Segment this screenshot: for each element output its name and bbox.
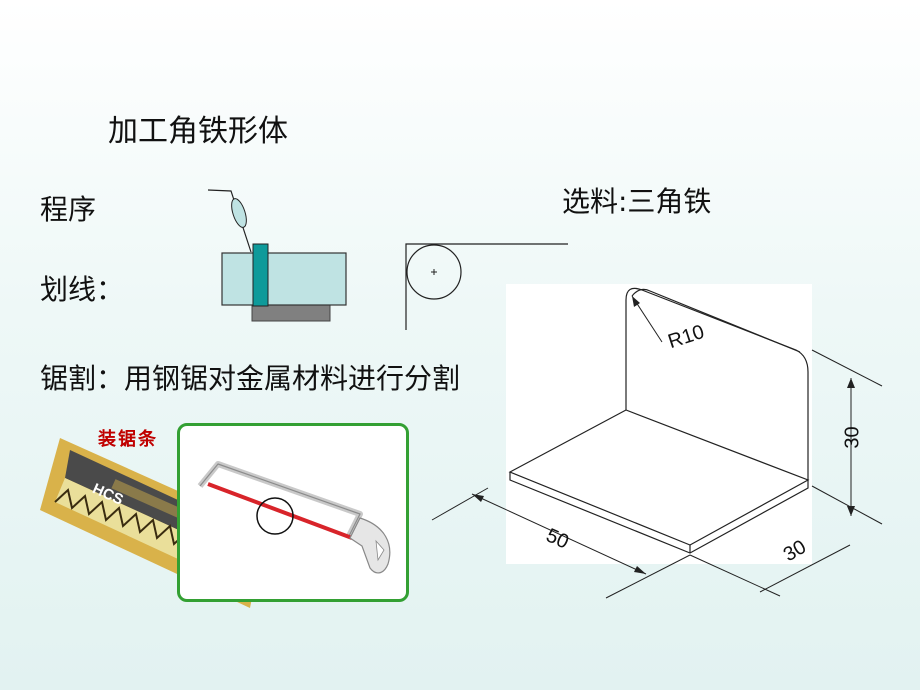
hacksaw-panel	[177, 423, 409, 602]
angle-iron-outline	[508, 287, 810, 554]
material-label: 选料:三角铁	[562, 185, 712, 218]
corner-radius-sketch	[405, 243, 568, 330]
dimension-lines	[431, 295, 883, 599]
marking-label: 划线：	[40, 273, 125, 306]
install-blade-caption: 装锯条	[98, 429, 158, 450]
height-dimension: 30	[841, 426, 864, 449]
slide-title: 加工角铁形体	[108, 114, 288, 149]
procedure-label: 程序	[40, 193, 97, 226]
marking-block-figure	[207, 189, 347, 322]
sawing-label: 锯割：用钢锯对金属材料进行分割	[40, 362, 461, 395]
hacksaw-illustration	[197, 461, 391, 574]
dimension-arrows	[472, 296, 855, 574]
